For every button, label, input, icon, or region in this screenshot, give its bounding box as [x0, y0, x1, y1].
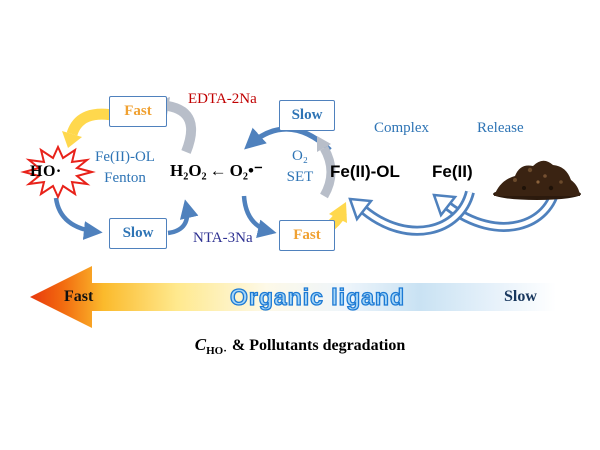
h2o2-label: H₂O₂	[170, 161, 207, 180]
rate-box-fast-bottom-label: Fast	[293, 227, 321, 243]
fenton-cycle-label: Fe(II)-OL Fenton	[86, 147, 164, 189]
complex-process-label: Complex	[374, 120, 429, 136]
radical-starburst	[20, 144, 96, 200]
left-cycle-blue-arc-br	[167, 199, 199, 236]
left-arrow-glyph: ←	[209, 161, 227, 180]
fe-ol-complex-label: Fe(II)-OL	[330, 162, 400, 181]
rate-box-fast-top: Fast	[109, 96, 167, 127]
soil-pile	[493, 160, 581, 200]
left-cycle-gray-arc	[166, 101, 197, 154]
caption-text: & Pollutants degradation	[231, 337, 406, 354]
axis-fast-label: Fast	[64, 288, 94, 305]
set-label: SET	[286, 169, 314, 185]
complex-swoosh-core	[362, 191, 473, 233]
o2-label: O₂	[291, 148, 309, 164]
left-cycle-blue-arc-bl	[53, 197, 103, 240]
fenton-cycle-label-line1: Fe(II)-OL	[95, 149, 155, 165]
rate-box-slow-bottom-label: Slow	[122, 225, 154, 241]
center-cycle-gray-arc	[320, 145, 336, 199]
organic-ligand-axis-label: Organic ligand	[229, 283, 406, 310]
peroxide-equation: H₂O₂ ← O₂•⁻	[170, 161, 263, 181]
set-pathway-label: O₂ SET	[280, 146, 320, 188]
rate-box-slow-top: Slow	[279, 100, 335, 131]
caption-radical-subscript: HO·	[206, 345, 227, 358]
rate-axis-arrow	[30, 266, 556, 328]
bottom-caption: CHO· & Pollutants degradation	[0, 335, 600, 357]
release-process-label: Release	[477, 120, 524, 136]
fe-ion-label: Fe(II)	[432, 162, 473, 181]
superoxide-label: O₂•⁻	[229, 161, 263, 180]
left-cycle-yellow-arrowhead	[62, 131, 82, 148]
fenton-cycle-label-line2: Fenton	[104, 170, 146, 186]
center-cycle-gray-arrowhead	[317, 136, 331, 152]
nta-label: NTA-3Na	[193, 230, 253, 246]
axis-slow-label: Slow	[504, 288, 537, 305]
center-cycle-yellow-arrowhead	[329, 202, 347, 223]
complex-arrowhead	[348, 197, 374, 222]
hydroxyl-radical-label: HO·	[30, 163, 62, 180]
center-cycle-blue-arc-bl	[241, 195, 277, 239]
release-arrowhead	[432, 193, 458, 218]
rate-box-slow-bottom: Slow	[109, 218, 167, 249]
edta-label: EDTA-2Na	[188, 91, 257, 107]
rate-box-slow-top-label: Slow	[291, 107, 323, 123]
caption-concentration-symbol: C	[194, 335, 207, 354]
rate-box-fast-bottom: Fast	[279, 220, 335, 251]
rate-box-fast-top-label: Fast	[124, 103, 152, 119]
